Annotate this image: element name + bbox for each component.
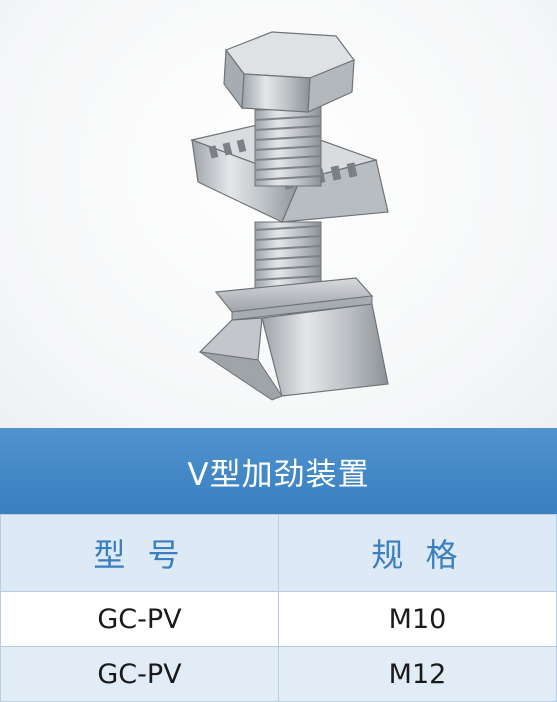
column-header-model: 型 号	[0, 514, 279, 592]
v-bracket	[198, 277, 389, 401]
upper-thread	[254, 99, 322, 187]
product-title-bar: V型加劲装置	[0, 428, 557, 514]
hex-bolt-head	[223, 31, 355, 113]
cell-spec: M10	[278, 591, 557, 647]
cell-spec: M12	[278, 646, 557, 702]
cell-model: GC-PV	[0, 646, 279, 702]
v-stiffener-bolt-icon	[189, 31, 389, 401]
table-row: GC-PV M10	[0, 591, 557, 647]
table-row: GC-PV M12	[0, 646, 557, 702]
table-header-row: 型 号 规 格	[0, 514, 557, 592]
spec-table: 型 号 规 格 GC-PV M10 GC-PV M12	[0, 514, 557, 702]
cell-model: GC-PV	[0, 591, 279, 647]
column-header-spec: 规 格	[278, 514, 557, 592]
product-title: V型加劲装置	[187, 456, 370, 493]
product-image	[0, 0, 557, 428]
